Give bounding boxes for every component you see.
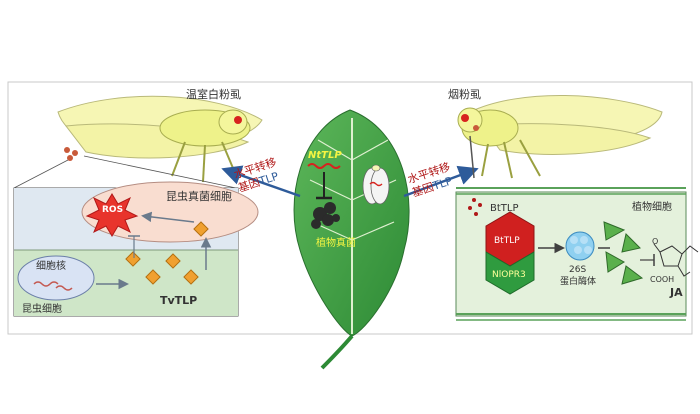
plant-fungus-icon [311,202,340,229]
tvtlp-protein [125,251,141,267]
proteasome-label: 蛋白酶体 [560,275,596,287]
plant-cell-label: 植物细胞 [632,200,672,213]
right-whitefly [457,94,663,179]
left-cell-box [13,181,259,317]
nttlp-label: NtTLP [308,150,342,161]
proteasome-icon [565,231,595,261]
left-zoom-lines [13,155,237,189]
peptide-fragment [603,221,626,241]
stylet [469,135,475,179]
left-whitefly [57,95,263,183]
ros-label: ROS [102,205,123,215]
peptide-fragment [605,251,625,273]
tvtlp-label: TvTLP [160,294,197,307]
transfer-label-right-line2-prefix: 基因 [410,180,435,199]
peptide-fragment [621,265,644,285]
tvtlp-protein [183,269,199,285]
transfer-label-left-line2-prefix: 基因 [237,176,262,195]
insect-cell-label: 昆虫细胞 [22,302,62,315]
tvtlp-protein [193,221,209,237]
leaf-whitefly-icon [362,164,390,205]
svg-text:基因TLP: 基因TLP [237,170,281,195]
tvtlp-protein [145,269,161,285]
transfer-arrow-left [221,165,301,198]
right-cell-box [455,187,699,321]
svg-text:基因TLP: 基因TLP [410,174,454,199]
plant-fungus-label: 植物真菌 [316,236,356,249]
bttlp-complex-label: BtTLP [494,236,520,246]
left-species-label: 温室白粉虱 [186,87,241,101]
ja-label: JA [669,286,683,299]
peptide-fragment [621,233,641,253]
ja-ketone-label: O [652,237,658,246]
nucleus-label: 细胞核 [36,259,66,272]
ros-burst-icon [85,193,139,237]
tvtlp-protein [165,253,181,269]
fungal-cell-label: 昆虫真菌细胞 [166,189,232,203]
transfer-label-right-line2-suffix: TLP [430,174,454,193]
nlopr3-label: NlOPR3 [492,270,526,280]
right-whitefly-eye [461,114,469,122]
bttlp-saliva-label: BtTLP [490,203,519,214]
transfer-label-left-line2-suffix: TLP [257,170,281,189]
nlopr3-hexagon [485,251,535,295]
nttlp-gene-icon [307,163,341,169]
plant-leaf [293,109,410,370]
right-species-label: 烟粉虱 [448,87,481,101]
nucleus [17,255,95,301]
ja-cooh-label: COOH [650,275,674,284]
ja-molecule-icon [653,243,699,277]
proteasome-number: 26S [569,265,586,275]
transfer-arrow-right [403,165,479,198]
left-whitefly-eye [234,116,242,124]
